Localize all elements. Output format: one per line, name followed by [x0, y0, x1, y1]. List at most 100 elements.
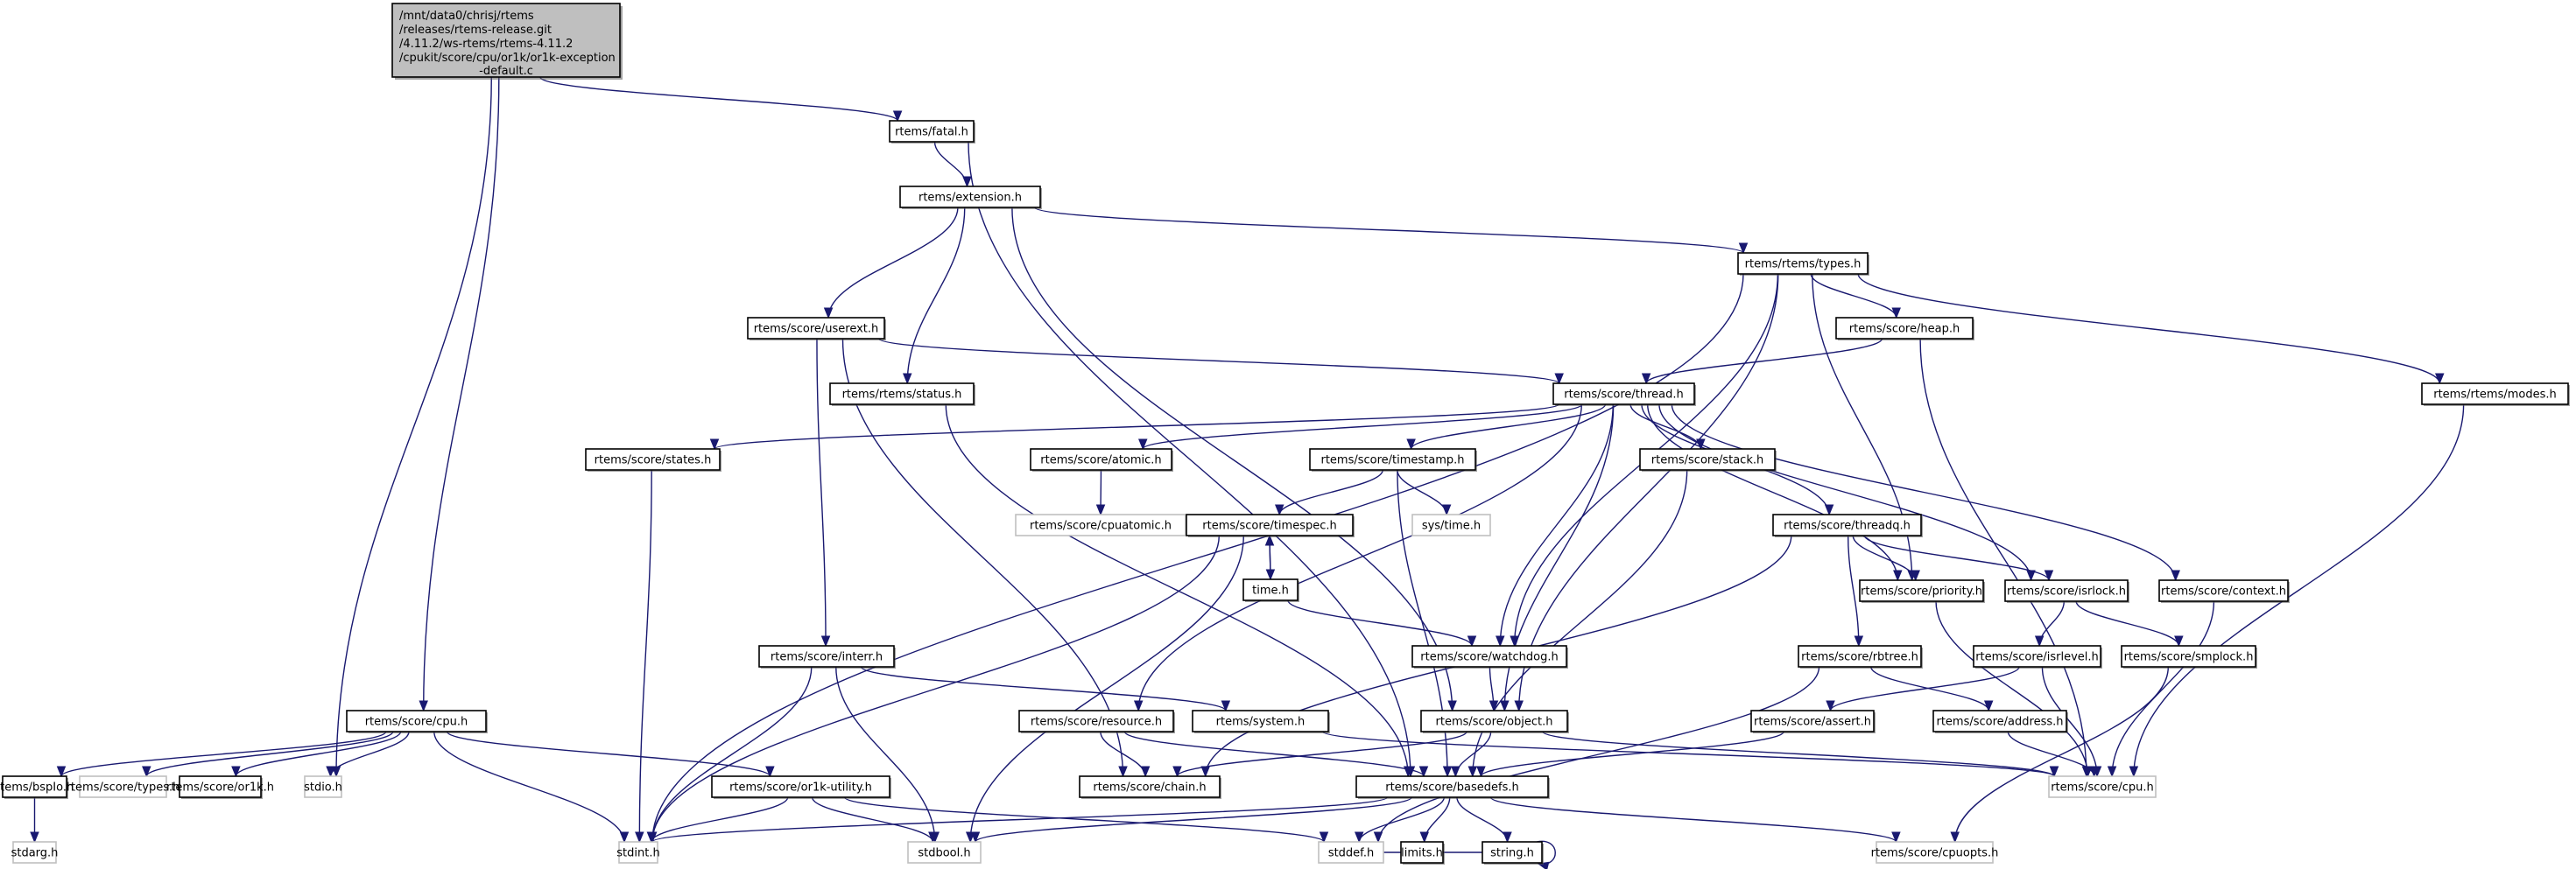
edge-line: [1278, 469, 1383, 515]
node-box[interactable]: [1420, 710, 1568, 732]
node-box[interactable]: [907, 841, 982, 864]
node-stdarg[interactable]: stdarg.h: [11, 841, 59, 864]
node-box[interactable]: [1079, 775, 1221, 798]
arrowhead: [635, 831, 644, 844]
node-stddef[interactable]: stddef.h: [1318, 841, 1384, 864]
node-cpuopts[interactable]: rtems/score/cpuopts.h: [1871, 841, 1999, 864]
node-stdio[interactable]: stdio.h: [304, 775, 342, 798]
node-box[interactable]: [1400, 841, 1444, 864]
node-status[interactable]: rtems/rtems/status.h: [829, 382, 975, 406]
arrowhead: [1419, 831, 1430, 844]
node-watchdog[interactable]: rtems/score/watchdog.h: [1411, 645, 1568, 669]
node-box[interactable]: [1772, 514, 1922, 536]
node-rbtree[interactable]: rtems/score/rbtree.h: [1798, 645, 1923, 669]
node-root-source-file[interactable]: /mnt/data0/chrisj/rtems /releases/rtems-…: [391, 3, 623, 80]
node-smplock[interactable]: rtems/score/smplock.h: [2121, 645, 2257, 669]
node-heap[interactable]: rtems/score/heap.h: [1835, 317, 1974, 340]
edge-or1kutil-to-stddef: [844, 796, 1329, 844]
node-modes[interactable]: rtems/rtems/modes.h: [2421, 382, 2570, 406]
node-address[interactable]: rtems/score/address.h: [1932, 710, 2068, 733]
node-priority[interactable]: rtems/score/priority.h: [1859, 579, 1985, 603]
node-box[interactable]: [889, 120, 975, 143]
node-assert[interactable]: rtems/score/assert.h: [1750, 710, 1876, 733]
node-box[interactable]: [899, 186, 1041, 208]
node-box[interactable]: [1737, 252, 1869, 275]
node-box[interactable]: [1482, 841, 1543, 864]
root-node-box[interactable]: [391, 3, 621, 78]
node-box[interactable]: [1309, 448, 1476, 471]
node-box[interactable]: [2121, 645, 2256, 668]
edge-extension-to-userext: [823, 207, 959, 319]
node-box[interactable]: [1018, 710, 1174, 732]
node-isrlevel[interactable]: rtems/score/isrlevel.h: [1973, 645, 2102, 669]
node-userext[interactable]: rtems/score/userext.h: [747, 317, 886, 340]
node-box[interactable]: [1192, 710, 1329, 732]
node-box[interactable]: [1355, 775, 1549, 798]
node-limits[interactable]: limits.h: [1400, 841, 1445, 865]
node-or1k[interactable]: rtems/score/or1k.h: [166, 775, 274, 799]
node-box[interactable]: [179, 775, 262, 798]
node-states[interactable]: rtems/score/states.h: [585, 448, 721, 472]
node-threadq[interactable]: rtems/score/threadq.h: [1772, 514, 1923, 537]
node-isrlock[interactable]: rtems/score/isrlock.h: [2004, 579, 2129, 603]
node-resource[interactable]: rtems/score/resource.h: [1018, 710, 1175, 733]
edge-cpu-to-or1k: [231, 731, 402, 778]
node-box[interactable]: [585, 448, 721, 471]
node-chain[interactable]: rtems/score/chain.h: [1079, 775, 1221, 799]
node-box[interactable]: [1973, 645, 2101, 668]
node-box[interactable]: [758, 645, 895, 668]
node-box[interactable]: [1015, 514, 1186, 536]
node-object[interactable]: rtems/score/object.h: [1420, 710, 1569, 733]
node-box[interactable]: [2158, 579, 2289, 602]
node-timestamp[interactable]: rtems/score/timestamp.h: [1309, 448, 1477, 472]
node-stypes[interactable]: rtems/score/types.h: [67, 775, 180, 798]
node-box[interactable]: [747, 317, 885, 340]
node-atomic[interactable]: rtems/score/atomic.h: [1030, 448, 1173, 472]
node-time[interactable]: time.h: [1242, 578, 1299, 602]
node-box[interactable]: [829, 382, 975, 405]
node-box[interactable]: [618, 841, 658, 864]
node-string[interactable]: string.h: [1482, 841, 1544, 865]
node-cpuatomic[interactable]: rtems/score/cpuatomic.h: [1015, 514, 1186, 536]
node-box[interactable]: [2, 775, 67, 798]
node-fatal[interactable]: rtems/fatal.h: [889, 120, 975, 144]
node-box[interactable]: [1932, 710, 2067, 732]
node-box[interactable]: [1552, 382, 1695, 405]
node-stdint[interactable]: stdint.h: [616, 841, 660, 864]
node-box[interactable]: [1242, 578, 1299, 601]
node-box[interactable]: [1411, 514, 1491, 536]
node-box[interactable]: [79, 775, 167, 798]
node-box[interactable]: [2421, 382, 2569, 405]
node-cpu[interactable]: rtems/score/cpu.h: [346, 710, 488, 733]
node-box[interactable]: [2048, 775, 2157, 798]
node-box[interactable]: [1835, 317, 1974, 340]
node-context[interactable]: rtems/score/context.h: [2158, 579, 2290, 603]
node-box[interactable]: [304, 775, 342, 798]
node-interr[interactable]: rtems/score/interr.h: [758, 645, 896, 669]
node-thread[interactable]: rtems/score/thread.h: [1552, 382, 1696, 406]
node-extension[interactable]: rtems/extension.h: [899, 186, 1042, 209]
node-box[interactable]: [711, 775, 890, 798]
node-box[interactable]: [12, 841, 57, 864]
node-box[interactable]: [1030, 448, 1172, 471]
node-system[interactable]: rtems/system.h: [1192, 710, 1330, 733]
node-bspio[interactable]: rtems/bspIo.h: [0, 775, 74, 799]
node-box[interactable]: [1639, 448, 1776, 471]
node-box[interactable]: [1186, 514, 1354, 536]
node-box[interactable]: [346, 710, 487, 732]
node-box[interactable]: [1859, 579, 1984, 602]
node-box[interactable]: [2004, 579, 2129, 602]
node-rtypes[interactable]: rtems/rtems/types.h: [1737, 252, 1869, 276]
node-stack[interactable]: rtems/score/stack.h: [1639, 448, 1777, 472]
node-basedefs[interactable]: rtems/score/basedefs.h: [1355, 775, 1550, 799]
node-box[interactable]: [1750, 710, 1875, 732]
node-box[interactable]: [1411, 645, 1567, 668]
node-stdbool[interactable]: stdbool.h: [907, 841, 982, 864]
node-box[interactable]: [1798, 645, 1922, 668]
node-systime[interactable]: sys/time.h: [1411, 514, 1491, 536]
node-box[interactable]: [1876, 841, 1994, 864]
node-cpuext[interactable]: rtems/score/cpu.h: [2048, 775, 2157, 798]
node-box[interactable]: [1318, 841, 1384, 864]
node-timespec[interactable]: rtems/score/timespec.h: [1186, 514, 1355, 537]
node-or1kutil[interactable]: rtems/score/or1k-utility.h: [711, 775, 891, 799]
